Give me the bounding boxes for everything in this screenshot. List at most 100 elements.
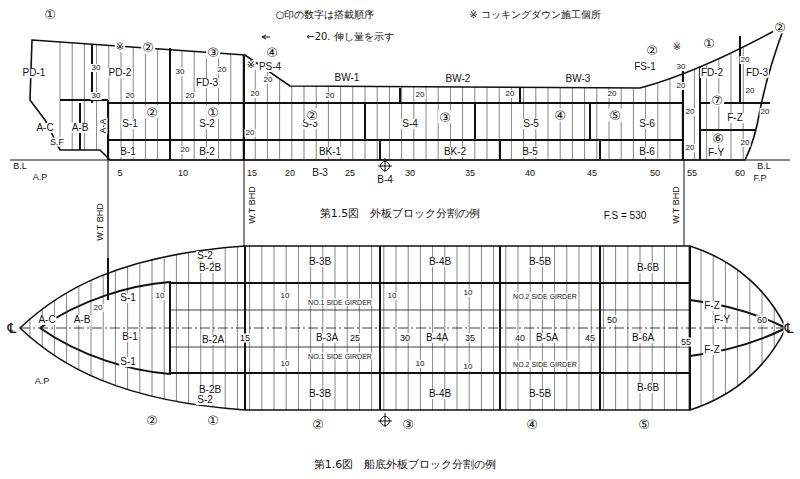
drawing-label: PS-4 — [258, 62, 282, 72]
drawing-label: 10 — [177, 169, 189, 178]
drawing-label: 20 — [740, 139, 751, 147]
drawing-label: 20 — [745, 87, 756, 95]
drawing-label: 5 — [116, 169, 123, 178]
frame-line — [554, 240, 555, 416]
drawing-label: B-5B — [528, 389, 552, 399]
drawing-label: 60 — [756, 316, 768, 325]
drawing-label: 10 — [463, 289, 474, 297]
frame-lines — [60, 20, 743, 160]
drawing-label: F.S = 530 — [603, 211, 648, 221]
drawing-label: NO.1 SIDE GIRDER — [307, 353, 373, 360]
drawing-label: S.F — [49, 138, 65, 147]
drawing-label: B-6A — [631, 333, 655, 343]
drawing-label: S-1 — [119, 293, 137, 303]
frame-line — [103, 240, 104, 416]
drawing-label: A-C — [35, 123, 54, 133]
drawing-label: F-Y — [707, 148, 725, 158]
order-number: ② — [145, 106, 159, 119]
drawing-label: 35 — [464, 169, 476, 178]
drawing-label: B-6 — [638, 147, 656, 157]
drawing-label: 45 — [586, 169, 598, 178]
drawing-label: 25 — [344, 169, 356, 178]
drawing-label: NO.2 SIDE GIRDER — [512, 361, 578, 368]
drawing-label: ※ — [115, 42, 125, 52]
frame-line — [359, 240, 360, 416]
caption-note: 第1.6図 船底外板ブロック分割の例 — [313, 459, 498, 470]
drawing-label: 55 — [686, 169, 698, 178]
drawing-label: 20 — [760, 108, 771, 116]
drawing-label: PD-2 — [108, 68, 133, 78]
drawing-label: 20 — [415, 91, 426, 99]
drawing-label: F-Y — [713, 315, 731, 325]
caption-note: 第1.5図 外板ブロック分割の例 — [319, 208, 482, 219]
order-number: ④ — [265, 46, 279, 59]
order-number: ③ — [401, 418, 415, 431]
drawing-label: S-2 — [198, 119, 216, 129]
frame-line — [774, 240, 775, 416]
order-number: ① — [206, 106, 220, 119]
drawing-label: 30 — [404, 169, 416, 178]
frame-line — [176, 240, 177, 416]
drawing-label: 15 — [246, 169, 258, 178]
drawing-label: B-3A — [315, 333, 339, 343]
drawing-label: B-6B — [636, 383, 660, 393]
frame-line — [66, 240, 67, 416]
drawing-label: 20 — [185, 92, 196, 100]
order-number: ② — [145, 414, 159, 427]
order-number: ② — [141, 41, 155, 54]
drawing-label: S-2 — [196, 395, 214, 405]
order-number: ③ — [438, 111, 452, 124]
drawing-label: 20 — [676, 82, 687, 90]
drawing-label: 20 — [250, 90, 261, 98]
drawing-label: BW-3 — [565, 74, 592, 84]
drawing-label: ※ — [246, 60, 256, 70]
drawing-label: B-3B — [308, 257, 332, 267]
drawing-label: NO.2 SIDE GIRDER — [512, 293, 578, 300]
drawing-label: B-5A — [535, 333, 559, 343]
block-boundary — [40, 36, 786, 410]
frame-line — [518, 240, 519, 416]
drawing-label: B-6B — [636, 263, 660, 273]
drawing-label: ℄ — [784, 321, 795, 335]
frame-line — [694, 20, 695, 160]
drawing-label: W.T BHD — [96, 202, 105, 241]
drawing-label: 10 — [280, 292, 291, 300]
stretch-arrow — [262, 35, 270, 39]
drawing-label: B-1 — [119, 147, 137, 157]
drawing-label: A-B — [73, 315, 92, 325]
drawing-label: 10 — [155, 292, 166, 300]
drawing-label: A.P — [32, 173, 49, 182]
drawing-label: S-1 — [119, 357, 137, 367]
drawing-label: 45 — [584, 334, 596, 343]
drawing-label: 20 — [325, 92, 336, 100]
drawing-label: 40 — [514, 334, 526, 343]
drawing-label: S-4 — [401, 119, 419, 129]
hull-outline — [10, 25, 790, 410]
drawing-label: S-6 — [638, 119, 656, 129]
drawing-label: 20 — [607, 90, 618, 98]
drawing-label: 50 — [649, 169, 661, 178]
drawing-label: 25 — [349, 334, 361, 343]
drawing-label: B-5 — [521, 147, 539, 157]
frame-line — [72, 20, 73, 160]
drawing-label: BW-2 — [445, 74, 472, 84]
order-number: ① — [43, 8, 57, 21]
drawing-label: 20 — [217, 66, 228, 74]
drawing-label: 20 — [245, 129, 256, 137]
drawing-label: 10 — [415, 360, 426, 368]
drawing-label: 10 — [280, 360, 291, 368]
order-number: ⑤ — [608, 109, 622, 122]
drawing-label: B-4A — [425, 333, 449, 343]
drawing-label: S-2 — [196, 251, 214, 261]
drawing-label: ※ — [672, 42, 682, 52]
drawing-label: S-1 — [121, 119, 139, 129]
frame-line — [469, 240, 470, 416]
drawing-label: 20 — [685, 108, 696, 116]
order-number: ① — [702, 37, 716, 50]
drawing-label: ℄ — [7, 321, 18, 335]
order-number: ⑦ — [710, 94, 724, 107]
drawing-label: W.T BHD — [248, 185, 257, 224]
frame-line — [731, 20, 732, 160]
